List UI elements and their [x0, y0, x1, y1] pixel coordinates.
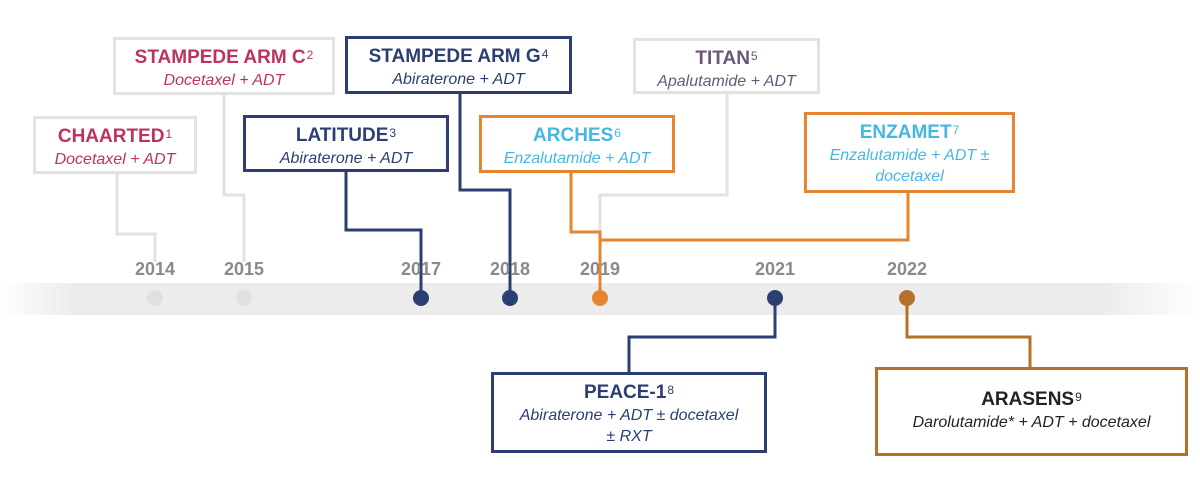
trial-treatment: Apalutamide + ADT	[657, 73, 796, 90]
trial-treatment-line-1: Abiraterone + ADT ± docetaxel	[519, 407, 739, 424]
trial-title: PEACE-18	[583, 382, 675, 403]
connector-arches	[569, 173, 602, 297]
trial-box-enzamet: ENZAMET7 Enzalutamide + ADT ± docetaxel	[804, 112, 1015, 193]
year-label-2015: 2015	[223, 259, 265, 279]
trial-treatment-line-2: ± RXT	[606, 428, 652, 445]
year-dot-2018	[502, 290, 518, 306]
trial-box-stampede-arm-g: STAMPEDE ARM G4 Abiraterone + ADT	[345, 36, 572, 94]
trial-box-peace-1: PEACE-18 Abiraterone + ADT ± docetaxel ±…	[491, 372, 767, 453]
trial-treatment-line-2: docetaxel	[875, 168, 944, 185]
trial-treatment-line-1: Enzalutamide + ADT ±	[829, 147, 990, 164]
trial-box-titan: TITAN5 Apalutamide + ADT	[633, 38, 820, 94]
year-dot-2014	[147, 290, 163, 306]
trial-treatment: Enzalutamide + ADT	[503, 150, 651, 167]
trial-title: ARCHES6	[533, 125, 621, 146]
year-label-2022: 2022	[886, 259, 928, 279]
trial-title: LATITUDE3	[295, 125, 397, 146]
connector-arm-g	[458, 94, 512, 297]
trial-title: STAMPEDE ARM C2	[134, 47, 314, 68]
trial-box-latitude: LATITUDE3 Abiraterone + ADT	[243, 115, 449, 172]
year-dot-2017	[413, 290, 429, 306]
connector-arm-c	[222, 95, 246, 262]
year-label-2019: 2019	[579, 259, 621, 279]
year-dot-2015	[236, 290, 252, 306]
trial-title: CHAARTED1	[57, 126, 173, 147]
trial-treatment: Abiraterone + ADT	[392, 71, 525, 88]
year-dot-2021	[767, 290, 783, 306]
trial-box-arasens: ARASENS9 Darolutamide* + ADT + docetaxel	[875, 367, 1188, 456]
year-label-2014: 2014	[134, 259, 176, 279]
year-label-2017: 2017	[400, 259, 442, 279]
connector-latitude	[344, 172, 423, 297]
trial-box-chaarted: CHAARTED1 Docetaxel + ADT	[33, 116, 197, 174]
year-dot-2022	[899, 290, 915, 306]
trial-treatment: Darolutamide* + ADT + docetaxel	[912, 414, 1151, 431]
trial-treatment: Docetaxel + ADT	[163, 72, 285, 89]
connector-titan	[598, 94, 729, 240]
connector-peace	[627, 297, 777, 372]
trial-title: STAMPEDE ARM G4	[368, 46, 549, 67]
trial-title: ENZAMET7	[859, 122, 960, 143]
trial-title: TITAN5	[695, 48, 758, 69]
year-dot-2019	[592, 290, 608, 306]
trial-title: ARASENS9	[981, 389, 1082, 410]
year-label-2018: 2018	[489, 259, 531, 279]
trial-treatment: Docetaxel + ADT	[54, 151, 176, 168]
year-label-2021: 2021	[754, 259, 796, 279]
trial-box-stampede-arm-c: STAMPEDE ARM C2 Docetaxel + ADT	[113, 37, 335, 95]
trial-box-arches: ARCHES6 Enzalutamide + ADT	[479, 115, 675, 173]
connector-chaarted	[115, 174, 157, 262]
connector-enzamet	[600, 193, 910, 242]
connector-arasens	[905, 297, 1032, 367]
trial-treatment: Abiraterone + ADT	[279, 150, 413, 167]
